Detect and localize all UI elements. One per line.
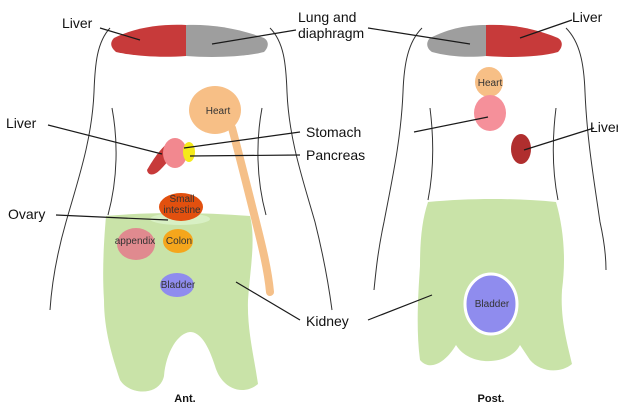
- callout-posterior-liver-right: Liver: [590, 119, 618, 135]
- anterior-small-intestine-label-1: Small: [169, 194, 194, 205]
- leader-stomach: [184, 132, 300, 148]
- anterior-lung-shoulder: [186, 25, 268, 57]
- callout-lung-diaphragm-line1: Lung and: [298, 9, 356, 25]
- posterior-lung-shoulder: [427, 25, 486, 57]
- leader-liver-left: [48, 125, 162, 154]
- posterior-view: Heart Bladder Liver Liver Post.: [368, 9, 618, 405]
- callout-liver-left: Liver: [6, 115, 37, 131]
- anterior-view: Heart Small intestine appendix Colon Bla…: [6, 9, 365, 405]
- anterior-bladder-label: Bladder: [161, 280, 196, 291]
- leader-pancreas: [190, 155, 300, 156]
- callout-kidney: Kidney: [306, 313, 349, 329]
- anterior-colon-label: Colon: [166, 236, 192, 247]
- callout-pancreas: Pancreas: [306, 147, 365, 163]
- callout-ovary: Ovary: [8, 206, 45, 222]
- anterior-small-intestine-label-2: intestine: [163, 205, 201, 216]
- callout-liver-top: Liver: [62, 15, 93, 31]
- anterior-pancreas: [183, 142, 195, 162]
- anterior-liver-shoulder: [111, 25, 186, 57]
- callout-posterior-liver-top: Liver: [572, 9, 603, 25]
- leader-stomach-posterior: [414, 117, 488, 132]
- posterior-bladder-label: Bladder: [475, 299, 510, 310]
- callout-lung-diaphragm-line2: diaphragm: [298, 25, 364, 41]
- anterior-appendix-label: appendix: [115, 236, 156, 247]
- leader-liver-right-posterior: [524, 128, 594, 150]
- posterior-heart-lower: [474, 95, 506, 131]
- callout-stomach: Stomach: [306, 124, 361, 140]
- anterior-view-label: Ant.: [174, 393, 195, 405]
- posterior-liver-shoulder: [486, 25, 562, 57]
- posterior-view-label: Post.: [478, 393, 505, 405]
- anterior-heart-label: Heart: [206, 106, 231, 117]
- posterior-heart-label: Heart: [478, 78, 503, 89]
